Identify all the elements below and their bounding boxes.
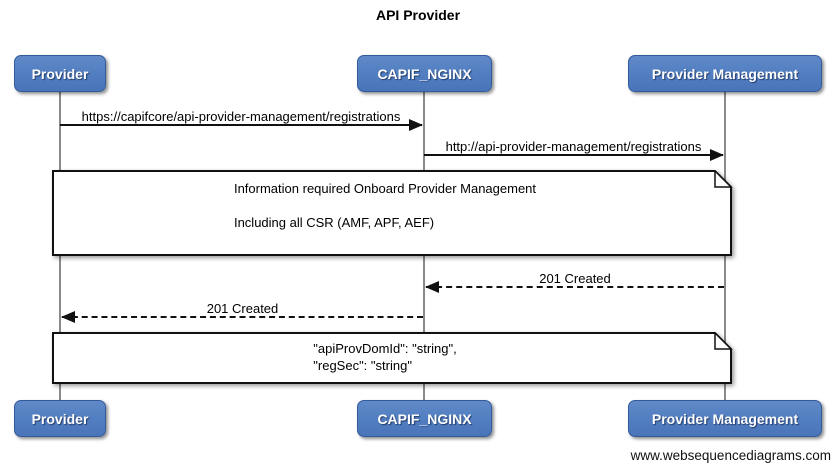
- note-fold-icon: [714, 332, 733, 350]
- message-line: [424, 154, 723, 156]
- message-label: 201 Created: [539, 271, 611, 286]
- actor-bottom-provider-management: Provider Management: [628, 400, 822, 437]
- arrowhead-right-icon: [710, 149, 724, 161]
- message-201-created-to-provider: 201 Created: [61, 296, 423, 323]
- note-shape: [52, 170, 733, 256]
- message-line: [426, 286, 724, 288]
- message-201-created-to-capif: 201 Created: [425, 266, 724, 293]
- message-label: https://capifcore/api-provider-managemen…: [81, 109, 401, 124]
- diagram-title: API Provider: [375, 7, 461, 23]
- actor-bottom-capif-nginx: CAPIF_NGINX: [357, 400, 492, 437]
- arrowhead-left-icon: [61, 311, 75, 323]
- note-line: "apiProvDomId": "string",: [313, 341, 457, 356]
- note-shape: [52, 332, 733, 384]
- actor-bottom-provider: Provider: [14, 400, 106, 437]
- arrowhead-left-icon: [425, 281, 439, 293]
- note-line: Information required Onboard Provider Ma…: [233, 181, 537, 196]
- message-registrations-https: https://capifcore/api-provider-managemen…: [60, 104, 423, 131]
- message-registrations-http: http://api-provider-management/registrat…: [424, 134, 724, 161]
- actor-top-provider-management: Provider Management: [628, 55, 822, 92]
- watermark: www.websequencediagrams.com: [630, 448, 831, 463]
- actor-top-provider: Provider: [14, 55, 106, 92]
- message-line: [62, 316, 423, 318]
- note-text: "apiProvDomId": "string", "regSec": "str…: [52, 332, 718, 375]
- note-response-body: "apiProvDomId": "string", "regSec": "str…: [52, 332, 734, 386]
- note-fold-icon: [714, 170, 733, 188]
- note-text: Information required Onboard Provider Ma…: [52, 170, 718, 232]
- message-label: http://api-provider-management/registrat…: [445, 139, 702, 154]
- arrowhead-right-icon: [409, 119, 423, 131]
- actor-top-capif-nginx: CAPIF_NGINX: [357, 55, 492, 92]
- message-line: [60, 124, 422, 126]
- note-line: Including all CSR (AMF, APF, AEF): [233, 215, 435, 230]
- note-onboard-info: Information required Onboard Provider Ma…: [52, 170, 734, 258]
- message-label: 201 Created: [206, 301, 279, 316]
- note-line: "regSec": "string": [313, 358, 412, 373]
